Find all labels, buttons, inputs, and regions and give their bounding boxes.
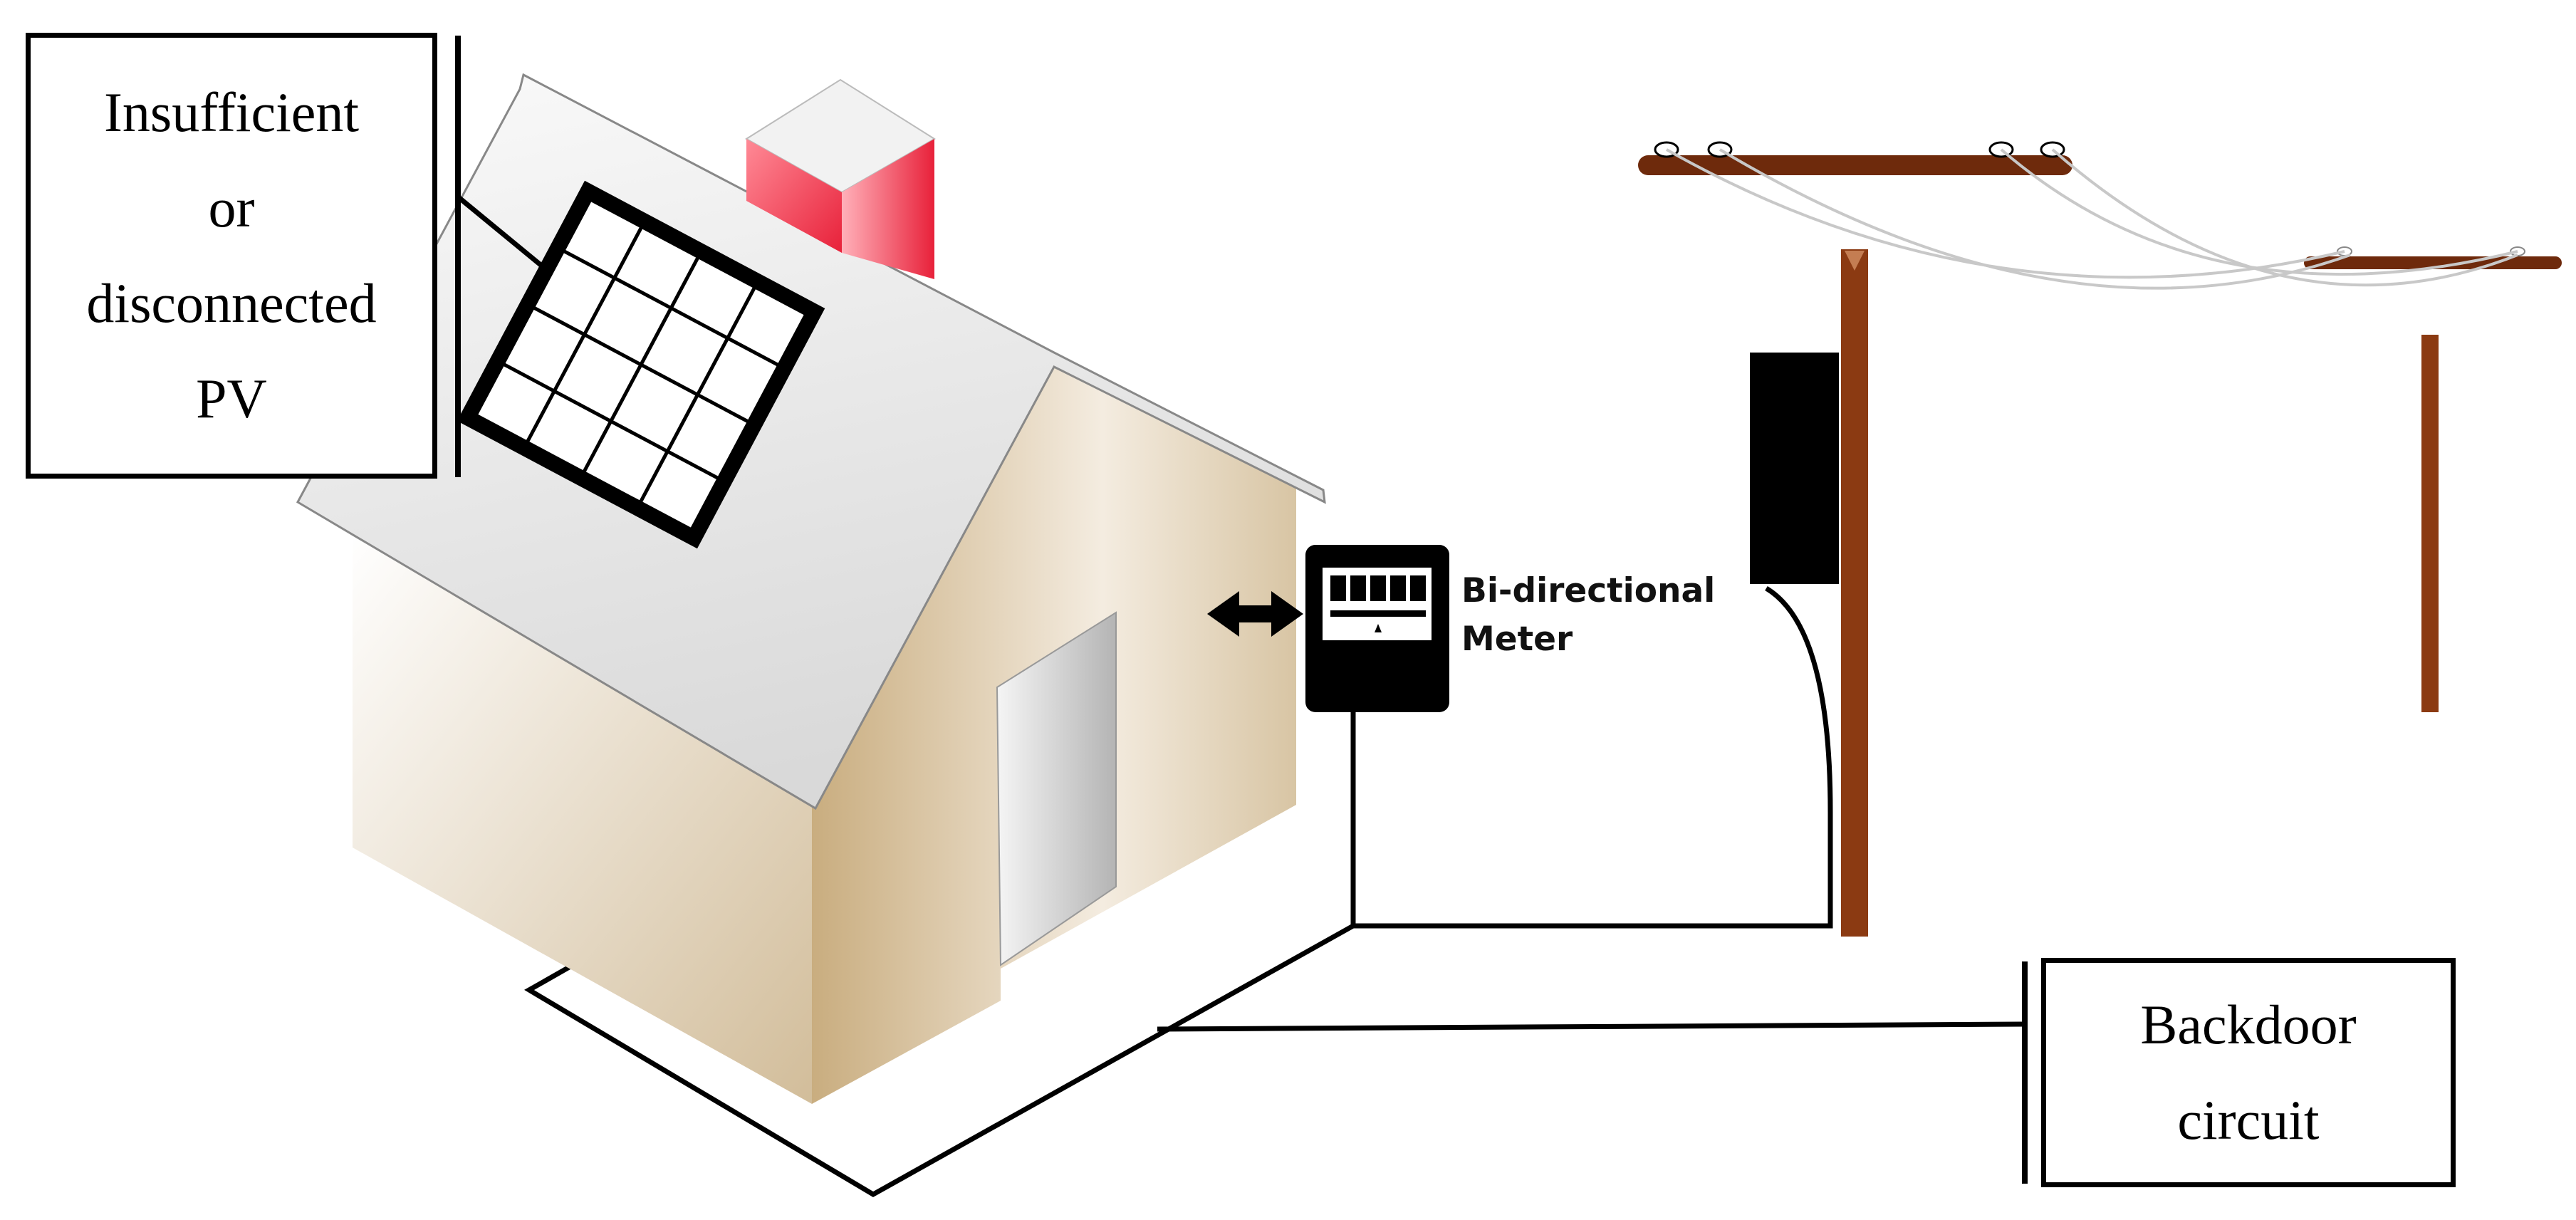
pv-label-line-1: Insufficient <box>103 81 360 143</box>
pv-label-line-4: PV <box>196 367 267 429</box>
backdoor-label-line-1: Backdoor <box>2140 994 2357 1055</box>
backdoor-wire <box>524 923 1355 1198</box>
pv-label-line-3: disconnected <box>86 272 377 334</box>
meter-label-line-2: Meter <box>1461 620 1573 659</box>
pv-leader-line <box>457 196 554 276</box>
meter-to-pole-wire <box>1350 586 1833 929</box>
house-icon <box>296 73 1326 1104</box>
double-arrow-icon <box>1207 591 1303 637</box>
solar-panel-icon <box>457 180 825 549</box>
chimney <box>745 78 936 279</box>
bidirectional-meter-icon <box>1305 545 1449 712</box>
utility-pole-icon <box>1638 141 2072 937</box>
backdoor-label-line-2: circuit <box>2177 1089 2320 1151</box>
transformer-icon <box>1750 353 1839 584</box>
utility-pole-icon <box>2304 246 2562 712</box>
door <box>996 611 1117 966</box>
pv-label-box: Insufficient or disconnected PV <box>26 33 437 479</box>
backdoor-leader-line <box>1157 1021 2025 1032</box>
power-lines <box>1666 148 2518 290</box>
backdoor-label-box: Backdoor circuit <box>2041 958 2456 1187</box>
meter-label-line-1: Bi-directional <box>1461 571 1716 610</box>
pv-label-line-2: or <box>208 177 255 239</box>
